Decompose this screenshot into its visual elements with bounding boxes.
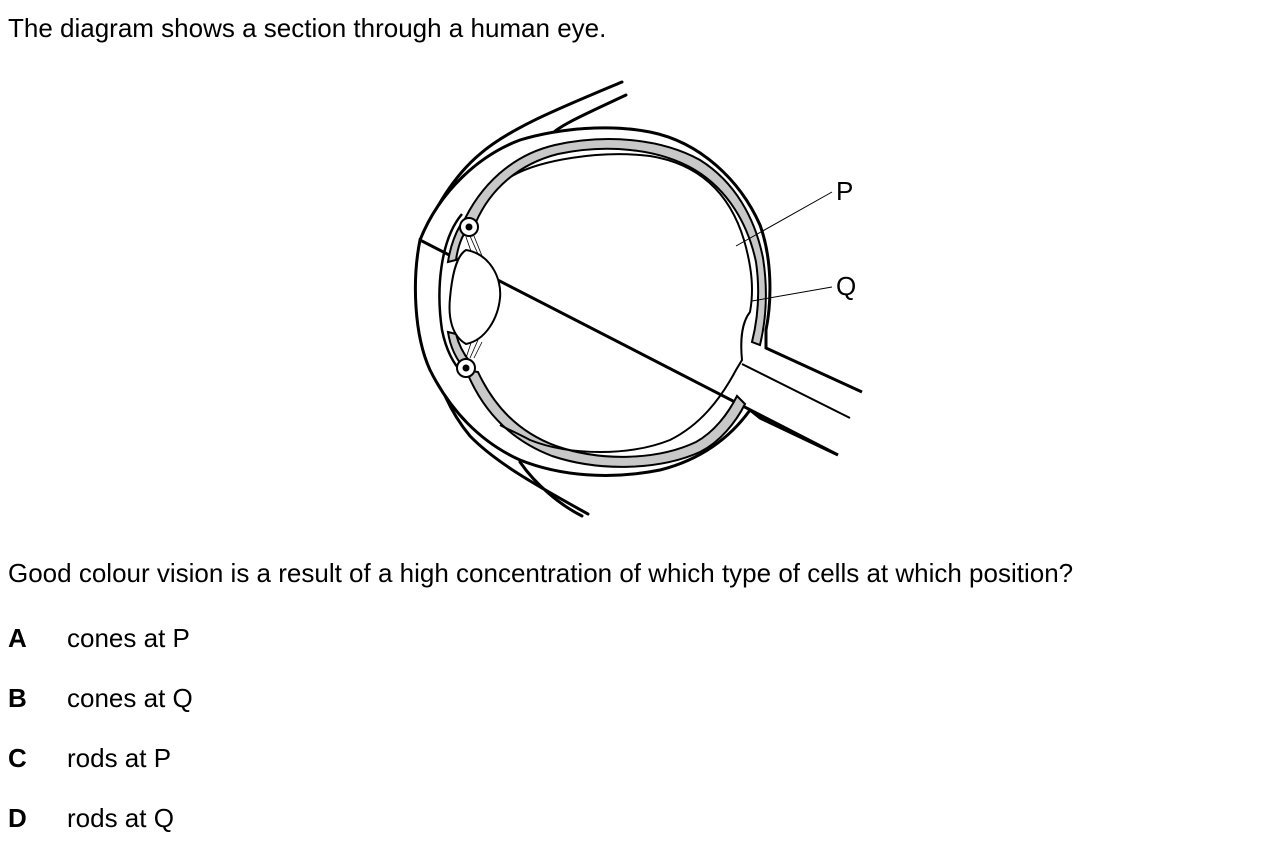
option-letter: C [8,743,27,773]
option-letter: B [8,683,27,713]
label-line-q [751,286,833,302]
option-d[interactable]: D rods at Q [8,800,193,860]
retina [499,153,753,453]
label-line-p [735,191,833,247]
option-text: rods at Q [67,803,174,833]
answer-options: A cones at P B cones at Q C rods at P D … [8,620,193,860]
lens [448,248,502,346]
option-a[interactable]: A cones at P [8,620,193,680]
option-text: rods at P [67,743,172,773]
option-text: cones at Q [67,683,193,713]
option-letter: D [8,803,27,833]
option-letter: A [8,623,27,653]
question-text: Good colour vision is a result of a high… [8,558,1074,588]
sclera [413,126,863,477]
cornea [438,213,463,373]
label-p: P [836,176,853,206]
choroid [460,138,767,347]
intro-text: The diagram shows a section through a hu… [8,13,607,43]
option-text: cones at P [67,623,190,653]
eye-diagram: P Q [400,76,880,524]
option-b[interactable]: B cones at Q [8,680,193,740]
optic-nerve [741,363,851,419]
label-q: Q [836,271,856,301]
option-c[interactable]: C rods at P [8,740,193,800]
